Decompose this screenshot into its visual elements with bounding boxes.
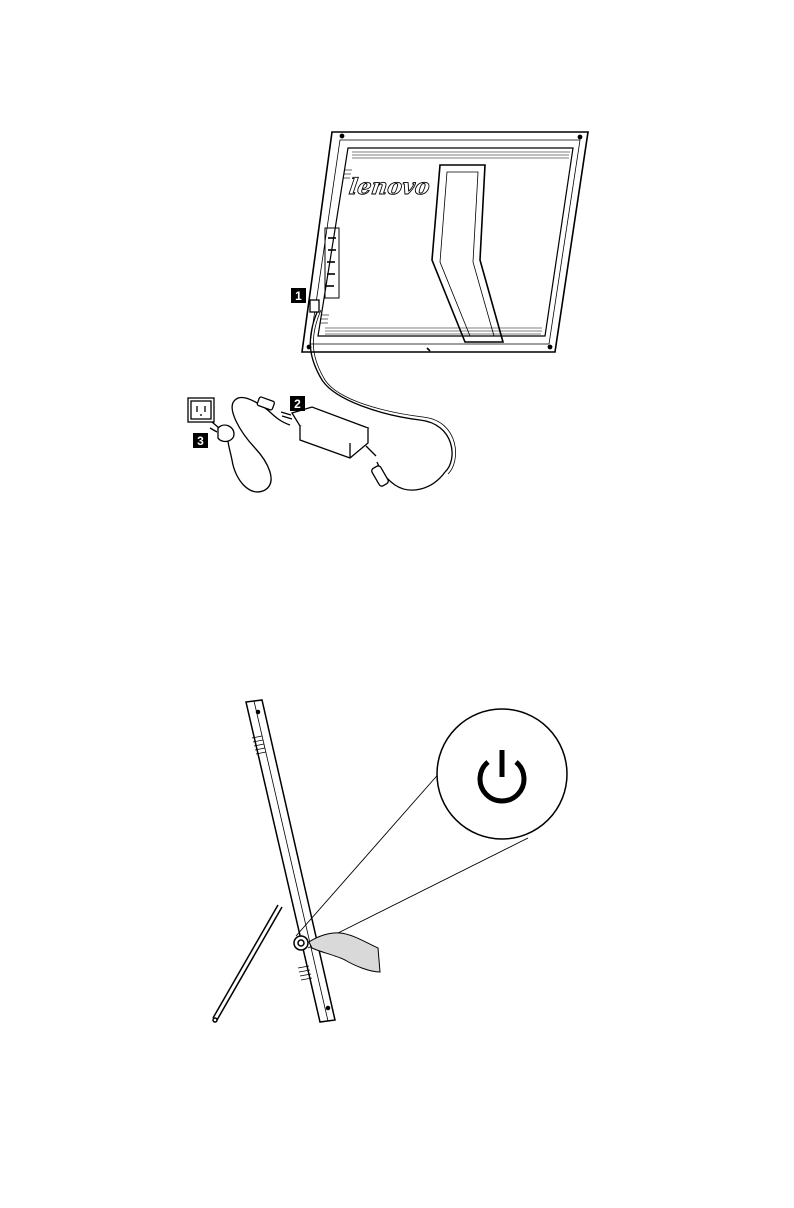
callout-1: 1	[291, 288, 306, 303]
lenovo-logo: lenovo	[347, 174, 431, 200]
power-connection-illustration: lenovo	[0, 110, 794, 530]
callout-1-label: 1	[295, 289, 302, 303]
callout-3: 3	[193, 433, 208, 448]
power-connection-drawing: lenovo	[0, 110, 794, 530]
callout-2: 2	[290, 396, 305, 411]
power-button-drawing	[0, 690, 794, 1040]
callout-3-label: 3	[197, 434, 204, 448]
magnified-view	[437, 709, 567, 839]
callout-2-label: 2	[294, 397, 301, 411]
power-cable	[188, 300, 456, 492]
monitor-rear	[302, 132, 588, 352]
power-button-illustration	[0, 690, 794, 1040]
